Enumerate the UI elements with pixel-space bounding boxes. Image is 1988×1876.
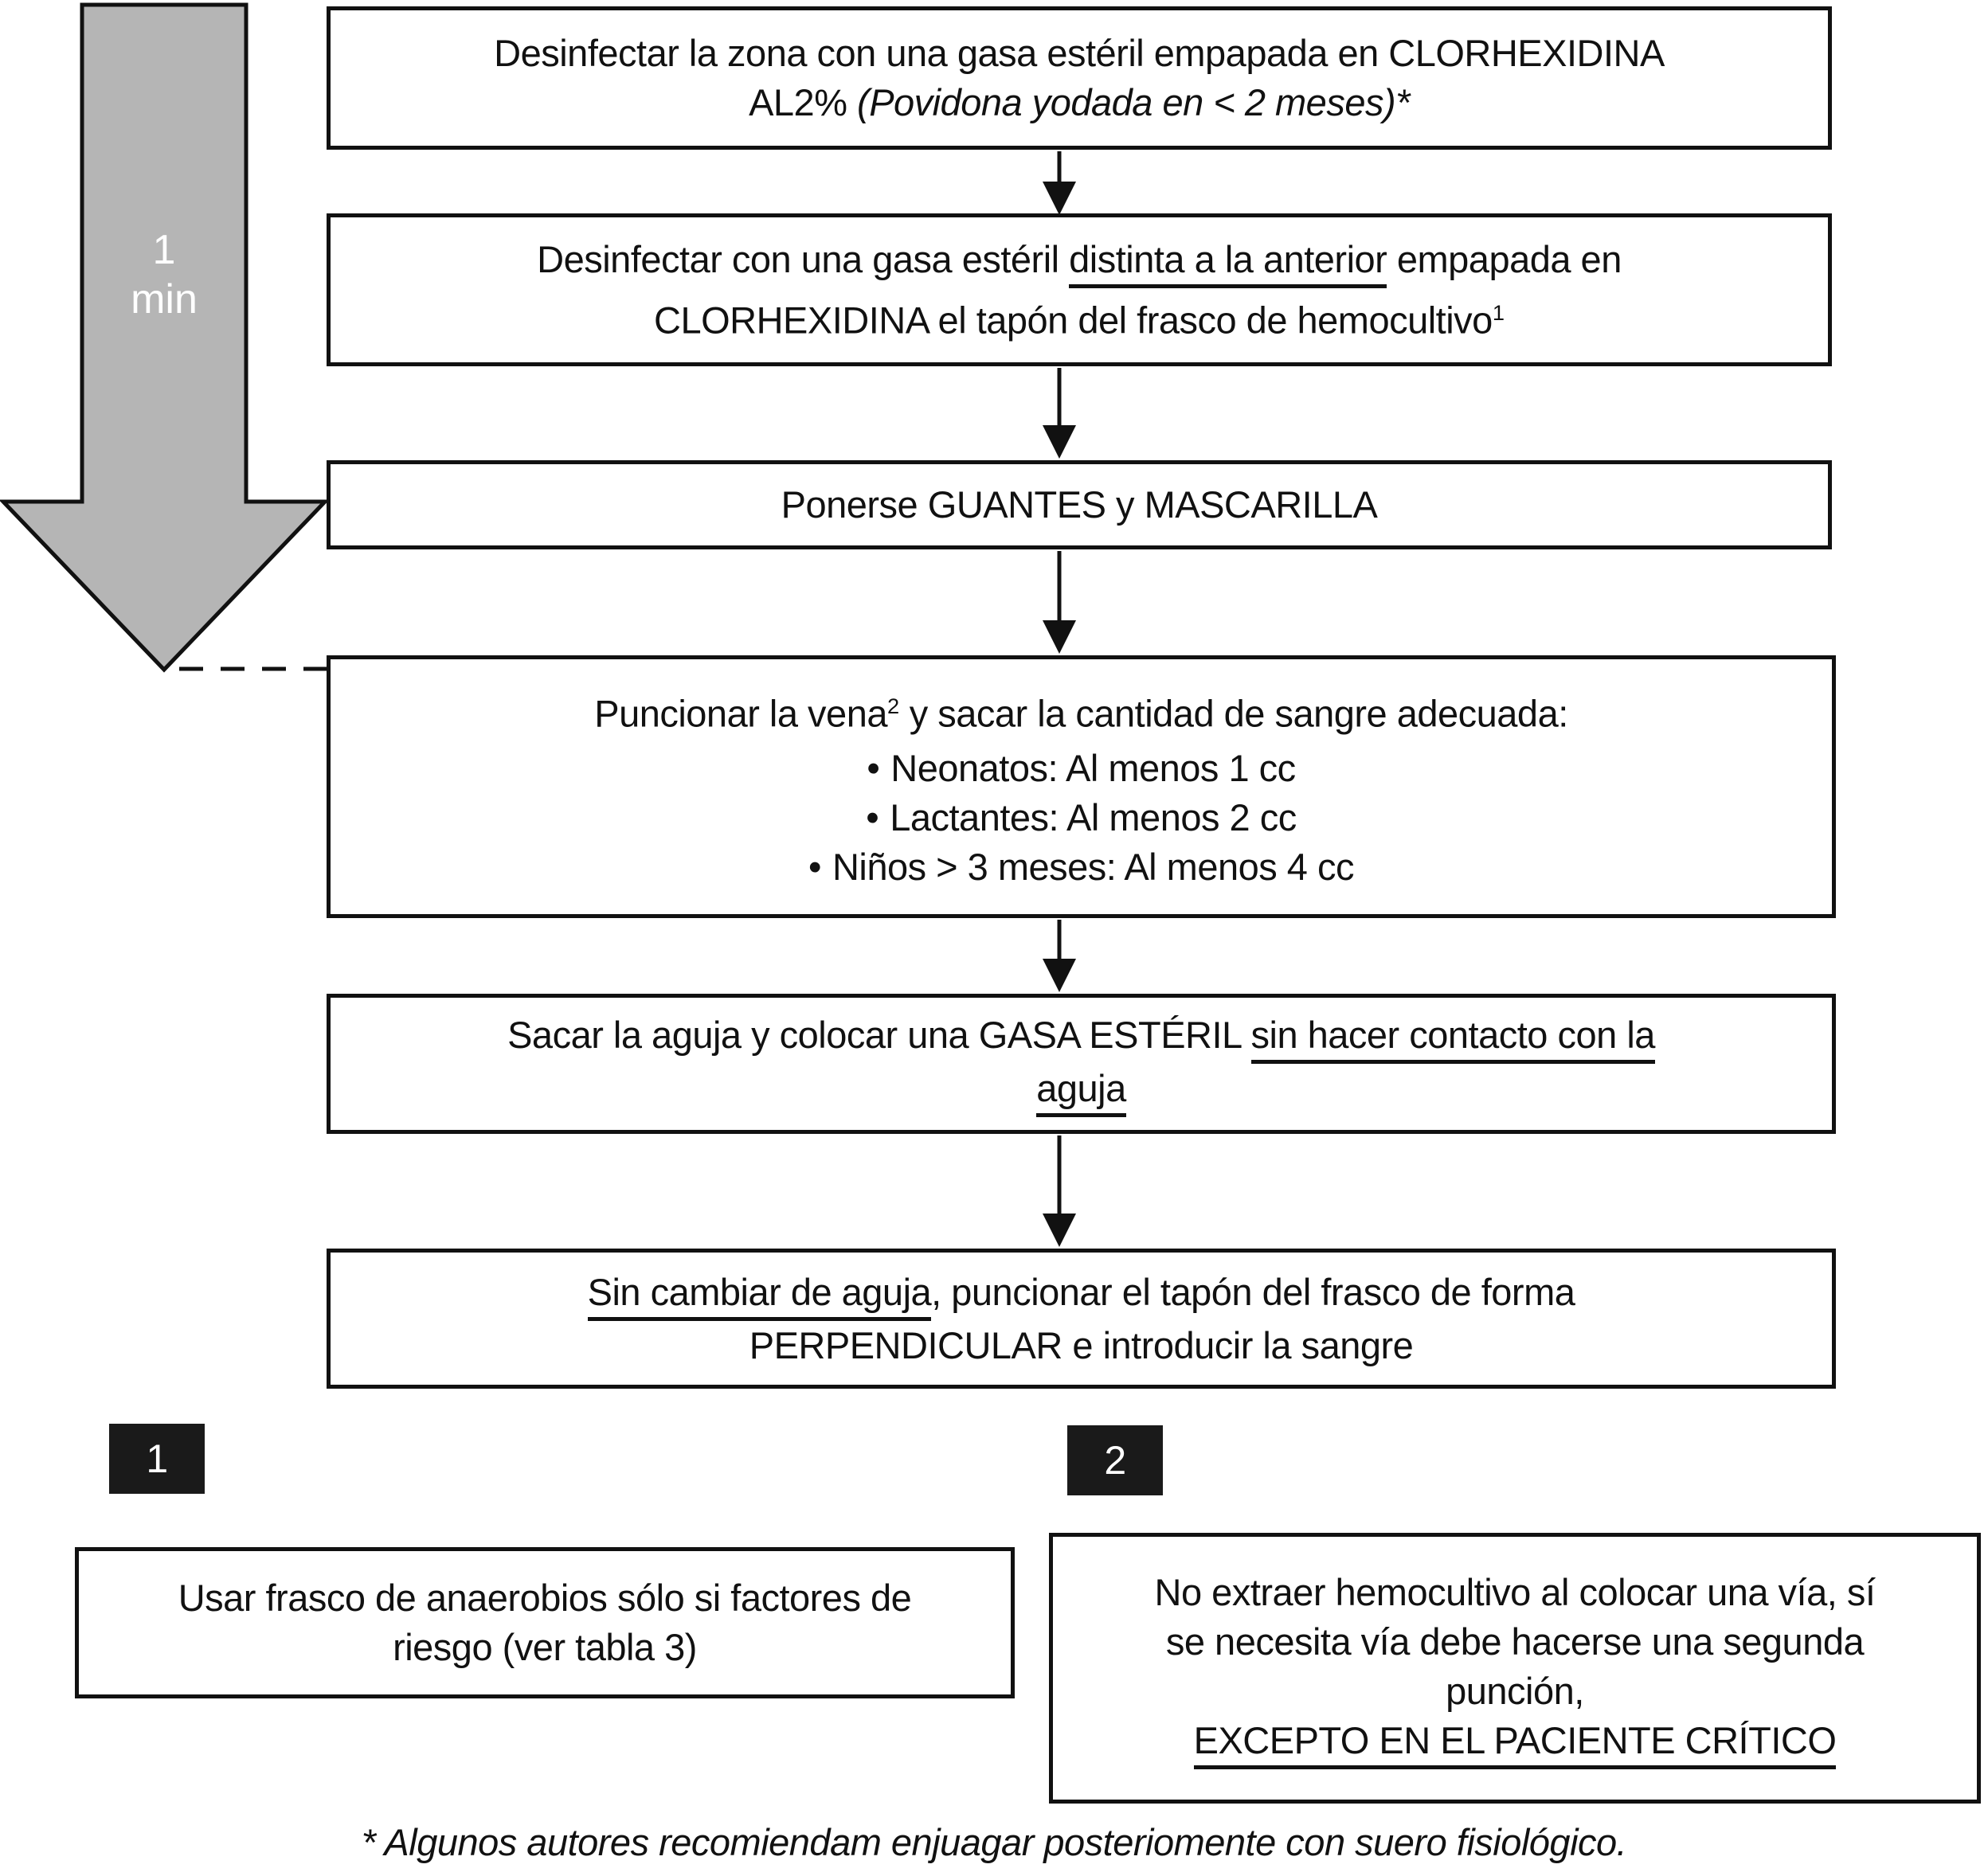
flow-arrow-1-head [1043, 182, 1076, 215]
step5-underlined-segment: sin hacer contacto con la [1250, 1015, 1655, 1064]
footnote-badge-2: 2 [1067, 1425, 1163, 1495]
footnote1-line1: Usar frasco de anaerobios sólo si factor… [178, 1577, 912, 1619]
footnote-badge-2-number: 2 [1104, 1438, 1126, 1483]
bullet-icon: • [867, 746, 880, 789]
timer-label-line2: min [131, 276, 198, 322]
step5-line1: Sacar la aguja y colocar una GASA ESTÉRI… [507, 1010, 1655, 1064]
footnote2-line4: EXCEPTO EN EL PACIENTE CRÍTICO [1193, 1716, 1837, 1769]
flow-arrow-5-head [1043, 1214, 1076, 1247]
bullet-item-ninos: •Niños > 3 meses: Al menos 4 cc [808, 845, 1355, 888]
footnote-box-via: No extraer hemocultivo al colocar una ví… [1049, 1533, 1981, 1804]
flow-arrow-2-head [1043, 425, 1076, 459]
footnote-badge-1-number: 1 [146, 1436, 168, 1481]
step4-title: Puncionar la vena2 y sacar la cantidad d… [594, 692, 1568, 735]
footnote2-line2: se necesita vía debe hacerse una segunda [1165, 1620, 1865, 1663]
flow-arrow-3-head [1043, 620, 1076, 654]
step4-bullet-list: •Neonatos: Al menos 1 cc •Lactantes: Al … [808, 744, 1355, 892]
step2-line2: CLORHEXIDINA el tapón del frasco de hemo… [654, 299, 1505, 342]
footnote2-line3: punción, [1446, 1669, 1584, 1712]
step-box-desinfectar-zona: Desinfectar la zona con una gasa estéril… [327, 6, 1832, 150]
step-box-desinfectar-tapon: Desinfectar con una gasa estéril distint… [327, 213, 1832, 366]
step1-line2: AL2% (Povidona yodada en < 2 meses)* [749, 81, 1410, 123]
step2-footnote-ref-1: 1 [1492, 299, 1505, 325]
footnote2-underlined-segment: EXCEPTO EN EL PACIENTE CRÍTICO [1193, 1720, 1837, 1769]
step4-footnote-ref-2: 2 [886, 694, 900, 719]
step1-italic-segment: (Povidona yodada en < 2 meses)* [857, 81, 1410, 123]
footnote1-line2: riesgo (ver tabla 3) [393, 1626, 697, 1668]
step1-line1: Desinfectar la zona con una gasa estéril… [494, 32, 1665, 74]
asterisk-footnote: * Algunos autores recomiendam enjuagar p… [361, 1821, 1627, 1863]
footnote-badge-1: 1 [109, 1424, 205, 1494]
step-box-guantes-mascarilla: Ponerse GUANTES y MASCARILLA [327, 460, 1832, 549]
step5-underlined-word: aguja [1036, 1069, 1126, 1117]
step2-line1: Desinfectar con una gasa estéril distint… [537, 235, 1622, 288]
step-box-gasa-esteril: Sacar la aguja y colocar una GASA ESTÉRI… [327, 994, 1836, 1134]
step-box-puncionar-vena: Puncionar la vena2 y sacar la cantidad d… [327, 655, 1836, 918]
step5-line2: aguja [1036, 1064, 1126, 1117]
footnote-box-anaerobios: Usar frasco de anaerobios sólo si factor… [75, 1547, 1015, 1698]
step3-line1: Ponerse GUANTES y MASCARILLA [781, 483, 1378, 526]
step6-underlined-segment: Sin cambiar de aguja [587, 1272, 932, 1321]
step6-line2: PERPENDICULAR e introducir la sangre [749, 1323, 1414, 1366]
bullet-item-lactantes: •Lactantes: Al menos 2 cc [866, 795, 1297, 838]
flow-arrow-4-head [1043, 959, 1076, 992]
bullet-icon: • [808, 845, 821, 888]
bullet-icon: • [866, 795, 879, 838]
step2-underlined-segment: distinta a la anterior [1069, 239, 1387, 288]
timer-label: 1 min [82, 225, 246, 324]
step-box-puncionar-tapon: Sin cambiar de aguja, puncionar el tapón… [327, 1249, 1836, 1389]
bullet-item-neonatos: •Neonatos: Al menos 1 cc [867, 746, 1296, 789]
footnote2-line1: No extraer hemocultivo al colocar una ví… [1154, 1570, 1876, 1613]
timer-arrow-shape [0, 2, 330, 673]
step6-line1: Sin cambiar de aguja, puncionar el tapón… [587, 1268, 1575, 1321]
timer-label-line1: 1 [152, 227, 176, 273]
